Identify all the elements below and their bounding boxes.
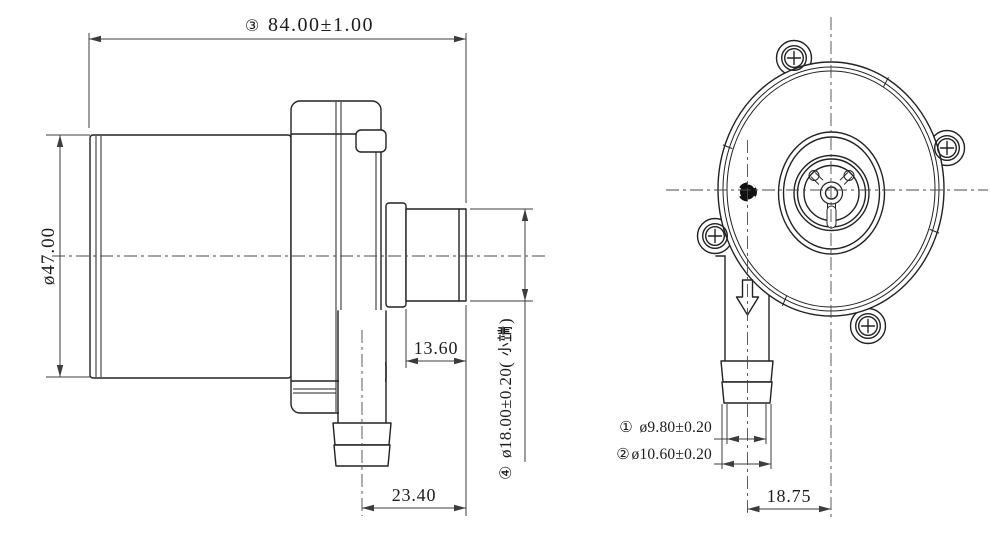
side-view: ③ 84.00±1.00 ø47.00 13.60 ④ ø18.00±0.20( xyxy=(38,14,545,516)
dimension-tube-to-port-end: 23.40 xyxy=(362,305,467,516)
callout-4: ④ xyxy=(498,466,515,480)
phillips-screw-icon xyxy=(702,222,729,249)
motor-body xyxy=(89,134,292,379)
callout-3: ③ xyxy=(245,18,259,35)
cjk-duan-glyph xyxy=(497,326,513,342)
dimension-port-diameter: ④ ø18.00±0.20( xyxy=(470,208,533,480)
phillips-screw-icon xyxy=(781,45,808,72)
dimension-tube-outer-diameter: ② ø10.60±0.20 xyxy=(616,404,772,469)
dim-text-port-diameter: ø18.00±0.20( xyxy=(496,362,515,458)
front-view: ① ø9.80±0.20 ② ø10.60±0.20 18.75 xyxy=(616,17,988,521)
callout-1: ① xyxy=(619,420,632,436)
inlet-spokes xyxy=(808,170,855,229)
dimension-port-length: 13.60 xyxy=(405,309,466,368)
cjk-xiao-glyph xyxy=(497,342,512,356)
dimension-tube-center-offset: 18.75 xyxy=(747,486,831,513)
callout-2: ② xyxy=(616,447,629,463)
dim-text-tube-center-offset: 18.75 xyxy=(767,486,812,506)
flow-arrow-icon xyxy=(735,279,760,316)
dim-text-port-diameter-close: ) xyxy=(496,318,515,324)
dimension-overall-length: ③ 84.00±1.00 xyxy=(88,14,467,203)
dim-text-tube-inner-diameter: ø9.80±0.20 xyxy=(639,419,712,436)
dim-text-motor-diameter: ø47.00 xyxy=(38,227,59,285)
inlet-port-front xyxy=(777,131,886,255)
dim-text-tube-outer-diameter: ø10.60±0.20 xyxy=(632,446,713,463)
dimension-tube-inner-diameter: ① ø9.80±0.20 xyxy=(619,404,767,444)
dim-text-overall-length: 84.00±1.00 xyxy=(268,14,374,36)
dim-label-port-diameter: ④ ø18.00±0.20( xyxy=(496,318,515,480)
dim-text-port-length: 13.60 xyxy=(414,338,459,358)
inlet-tube-front xyxy=(715,255,774,404)
phillips-screw-icon xyxy=(934,134,961,161)
phillips-screw-icon xyxy=(855,313,882,340)
dimension-motor-diameter: ø47.00 xyxy=(38,134,90,378)
dim-text-tube-to-port-end: 23.40 xyxy=(392,485,437,505)
outlet-port xyxy=(385,202,467,308)
snap-tab-top xyxy=(355,129,387,153)
